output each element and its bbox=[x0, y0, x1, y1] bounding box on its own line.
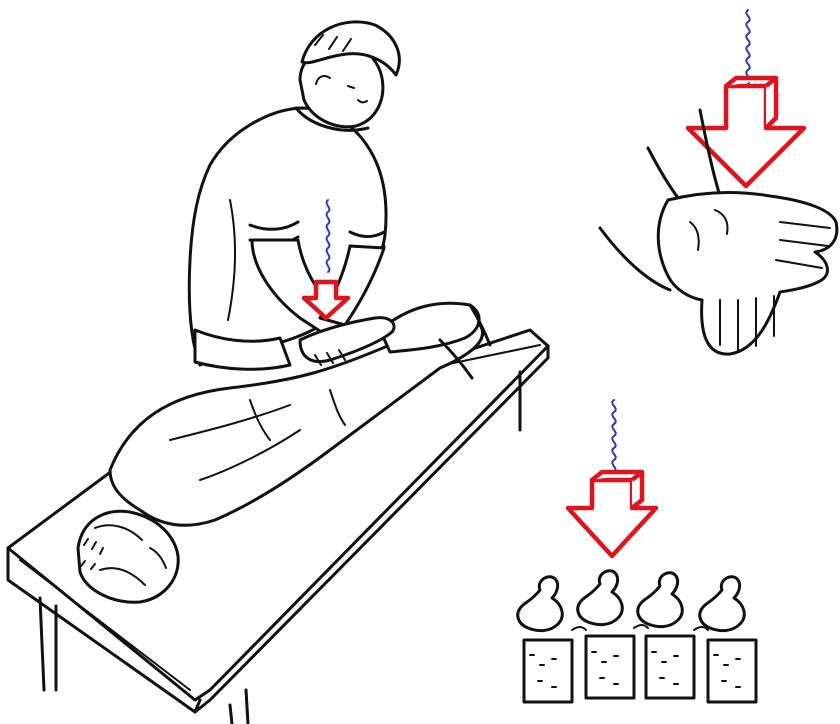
spine-detail bbox=[518, 400, 756, 702]
vibration-wave-icon bbox=[746, 10, 749, 84]
hand-detail bbox=[600, 10, 837, 354]
vibration-wave-icon bbox=[612, 400, 615, 474]
pressure-arrow-icon bbox=[568, 472, 656, 556]
vertebrae bbox=[518, 571, 756, 702]
therapist bbox=[189, 22, 399, 369]
treatment-scene bbox=[8, 22, 548, 724]
